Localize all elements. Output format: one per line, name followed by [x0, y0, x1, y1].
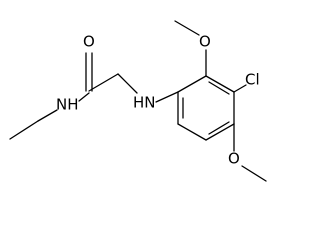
bond-amine-n-ring: [155, 91, 179, 103]
bond-o-ch3-top: [174, 20, 200, 36]
bond-carbonyl-ch2: [88, 73, 119, 92]
atom-o-methoxy-bottom: O: [228, 150, 240, 168]
bond-ethyl-ch3-ch2: [9, 120, 39, 140]
atom-o-methoxy-top: O: [199, 33, 211, 51]
atom-nh-amide: NH: [56, 96, 79, 114]
bond-amide-n-carbonyl: [78, 92, 90, 102]
atom-cl: Cl: [245, 71, 260, 89]
ring-bond-c2-c3: [205, 75, 235, 93]
chemical-structure: O NH HN O Cl O: [9, 20, 267, 182]
ring-bond-c1-c2: [177, 75, 207, 93]
bond-o-ch3-bottom: [241, 165, 267, 182]
ring-inner-double-1: [208, 81, 230, 95]
ring-bond-c5-c6: [177, 123, 207, 141]
atom-hn-amine: HN: [133, 94, 156, 112]
ring-inner-double-2: [208, 121, 230, 135]
bond-ch2-amine-n: [117, 73, 138, 94]
bond-ring-cl: [233, 84, 247, 93]
bond-ethyl-ch2-n: [37, 109, 58, 122]
atom-o-carbonyl: O: [83, 33, 95, 51]
ring-bond-c4-c5: [205, 123, 235, 141]
